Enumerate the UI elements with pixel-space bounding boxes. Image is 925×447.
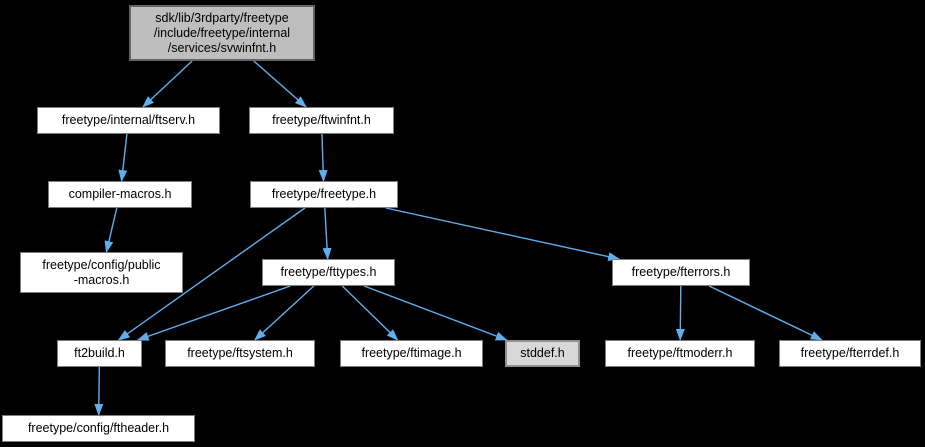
node-compiler-macros[interactable]: compiler-macros.h bbox=[48, 181, 192, 208]
node-ftserv[interactable]: freetype/internal/ftserv.h bbox=[37, 107, 220, 134]
node-stddef: stddef.h bbox=[505, 340, 580, 367]
node-ftsystem[interactable]: freetype/ftsystem.h bbox=[165, 340, 315, 367]
edge-fttypes-to-stddef bbox=[363, 285, 508, 341]
node-freetype[interactable]: freetype/freetype.h bbox=[250, 181, 398, 208]
edge-compiler-macros-to-public-macros bbox=[104, 207, 118, 253]
edge-fterrors-to-fterrdef bbox=[708, 285, 823, 341]
edge-fterrors-to-ftmoderr bbox=[675, 285, 685, 341]
edge-fttypes-to-ft2build bbox=[136, 285, 291, 341]
node-fttypes[interactable]: freetype/fttypes.h bbox=[262, 259, 395, 286]
edge-fttypes-to-ftimage bbox=[341, 285, 399, 341]
node-svwinfnt: sdk/lib/3rdparty/freetype /include/freet… bbox=[129, 5, 315, 61]
node-ftimage[interactable]: freetype/ftimage.h bbox=[340, 340, 483, 367]
edge-fttypes-to-ftsystem bbox=[254, 285, 315, 341]
edge-freetype-to-ft2build bbox=[117, 207, 306, 341]
node-ftwinfnt[interactable]: freetype/ftwinfnt.h bbox=[249, 107, 394, 134]
edge-group bbox=[94, 60, 823, 416]
edge-svwinfnt-to-ftserv bbox=[142, 60, 193, 108]
edge-svwinfnt-to-ftwinfnt bbox=[253, 60, 307, 108]
node-ft2build[interactable]: ft2build.h bbox=[57, 340, 142, 367]
node-public-macros[interactable]: freetype/config/public -macros.h bbox=[20, 252, 183, 293]
edge-ftwinfnt-to-freetype bbox=[318, 133, 328, 182]
node-ftmoderr[interactable]: freetype/ftmoderr.h bbox=[605, 340, 755, 367]
node-ftheader[interactable]: freetype/config/ftheader.h bbox=[2, 415, 195, 442]
edge-ftserv-to-compiler-macros bbox=[118, 133, 128, 182]
edge-ft2build-to-ftheader bbox=[94, 366, 104, 416]
node-fterrdef[interactable]: freetype/fterrdef.h bbox=[779, 340, 921, 367]
node-fterrors[interactable]: freetype/fterrors.h bbox=[612, 259, 750, 286]
edge-freetype-to-fterrors bbox=[385, 207, 621, 262]
edge-freetype-to-fttypes bbox=[322, 207, 332, 260]
